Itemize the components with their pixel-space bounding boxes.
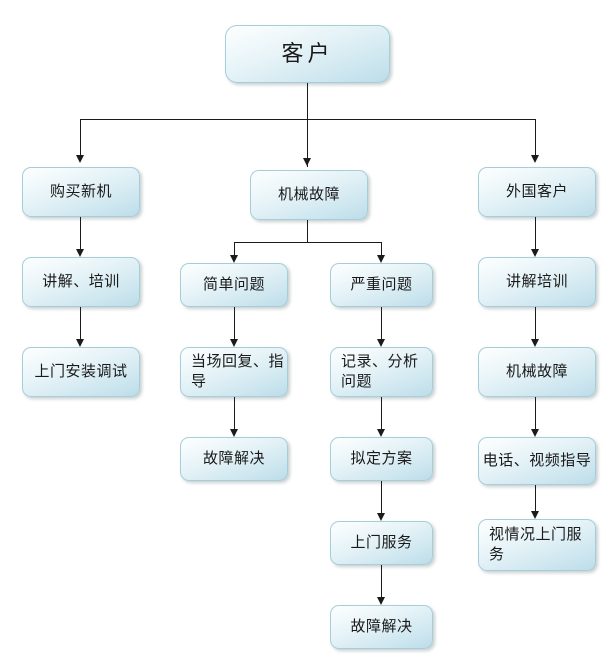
node-explain-training[interactable]: 讲解、培训: [22, 257, 140, 307]
node-mechanical-failure[interactable]: 机械故障: [250, 170, 368, 220]
arrowhead-phone-video-to-conditional-onsite: [531, 511, 539, 519]
node-mechanical-failure-foreign[interactable]: 机械故障: [478, 347, 596, 397]
node-fault-resolved-simple[interactable]: 故障解决: [180, 437, 288, 481]
connector-training-to-mech-failure: [535, 307, 536, 343]
connector-onsite-reply-to-resolved: [234, 397, 235, 433]
connector-training-to-install: [80, 307, 81, 343]
node-record-analyze-problem[interactable]: 记录、分析问题: [330, 347, 433, 397]
arrowhead-plan-to-onsite-service: [377, 513, 385, 521]
arrowhead-mech-failure-to-phone-video: [531, 429, 539, 437]
connector-mech-failure-to-phone-video: [535, 397, 536, 433]
node-explain-training-foreign[interactable]: 讲解培训: [478, 257, 596, 307]
arrowhead-training-to-mech-failure: [531, 339, 539, 347]
node-onsite-install-debug[interactable]: 上门安装调试: [22, 347, 140, 397]
connector-root-to-foreign: [535, 119, 536, 157]
arrowhead-onsite-reply-to-resolved: [230, 429, 238, 437]
arrowhead-foreign-to-training: [531, 249, 539, 257]
connector-mechanical-to-simple: [234, 242, 235, 258]
connector-root-to-mechanical: [307, 119, 308, 167]
arrowhead-record-to-plan: [377, 429, 385, 437]
node-onsite-reply-guidance[interactable]: 当场回复、指导: [180, 347, 288, 397]
node-foreign-customer[interactable]: 外国客户: [478, 167, 596, 217]
arrowhead-root-to-mechanical: [303, 158, 311, 166]
connector-mechanical-to-serious: [381, 242, 382, 258]
connector-foreign-to-training: [535, 217, 536, 253]
node-conditional-onsite-service[interactable]: 视情况上门服务: [478, 519, 596, 571]
arrowhead-purchase-to-training: [76, 249, 84, 257]
arrowhead-mechanical-to-simple: [230, 255, 238, 263]
connector-onsite-service-to-resolved: [381, 565, 382, 601]
arrowhead-simple-to-onsite-reply: [230, 339, 238, 347]
arrowhead-root-to-foreign: [531, 155, 539, 163]
connector-phone-video-to-conditional-onsite: [535, 485, 536, 515]
connector-record-to-plan: [381, 397, 382, 433]
connector-serious-to-record: [381, 307, 382, 343]
connector-mechanical-bus: [234, 242, 382, 243]
node-onsite-service[interactable]: 上门服务: [330, 521, 433, 565]
arrowhead-serious-to-record: [377, 339, 385, 347]
node-phone-video-guidance[interactable]: 电话、视频指导: [478, 437, 596, 485]
node-serious-problem[interactable]: 严重问题: [330, 263, 433, 307]
node-root-customer[interactable]: 客户: [225, 25, 390, 83]
node-fault-resolved-serious[interactable]: 故障解决: [330, 605, 433, 649]
arrowhead-onsite-service-to-resolved: [377, 597, 385, 605]
arrowhead-mechanical-to-serious: [377, 255, 385, 263]
node-purchase-new-machine[interactable]: 购买新机: [22, 167, 140, 217]
node-simple-problem[interactable]: 简单问题: [180, 263, 288, 307]
arrowhead-root-to-purchase: [76, 155, 84, 163]
connector-plan-to-onsite-service: [381, 481, 382, 517]
node-draft-plan[interactable]: 拟定方案: [330, 437, 433, 481]
connector-root-to-purchase: [80, 119, 81, 157]
connector-simple-to-onsite-reply: [234, 307, 235, 343]
connector-root-stem: [307, 83, 308, 119]
connector-mechanical-stem: [307, 220, 308, 242]
arrowhead-training-to-install: [76, 339, 84, 347]
connector-purchase-to-training: [80, 217, 81, 253]
